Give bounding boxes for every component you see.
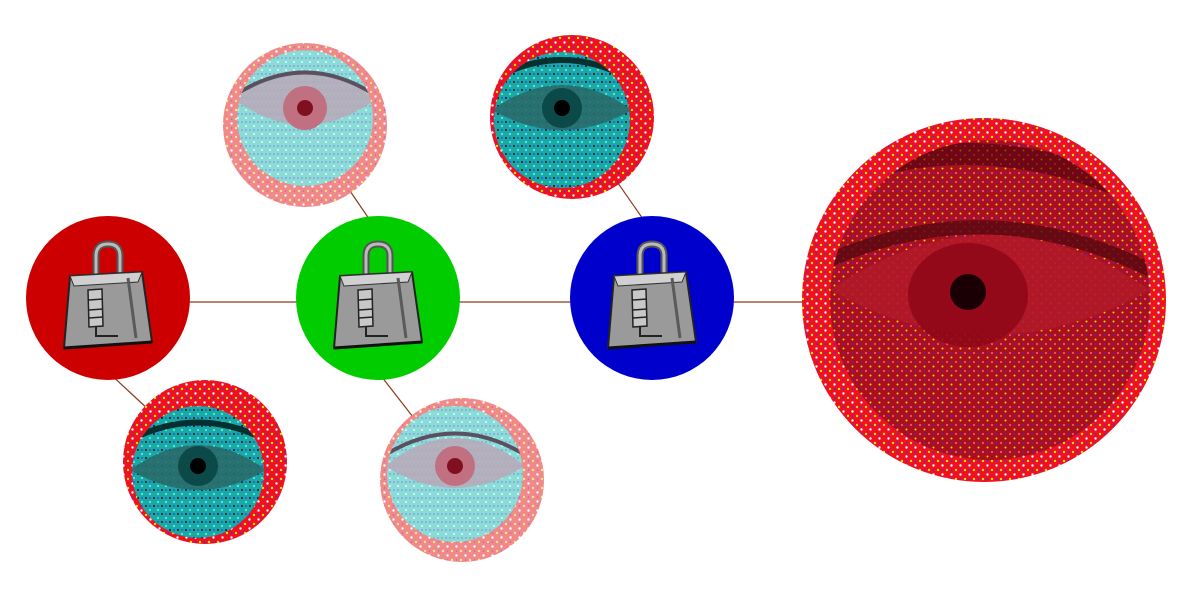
eye-node-pink-bottom (380, 398, 544, 562)
lock-node-green (296, 216, 460, 380)
lock-node-blue (570, 216, 734, 380)
eye-node-pink-top (223, 43, 387, 207)
eye-icon (237, 50, 373, 186)
eye-icon (830, 140, 1150, 460)
eye-icon (132, 406, 264, 538)
eye-node-red-bottom-left (123, 380, 287, 544)
eye-node-red-top (490, 35, 654, 199)
eye-icon (387, 406, 523, 542)
eye-node-large-red (802, 118, 1166, 482)
lock-node-red (26, 216, 190, 380)
